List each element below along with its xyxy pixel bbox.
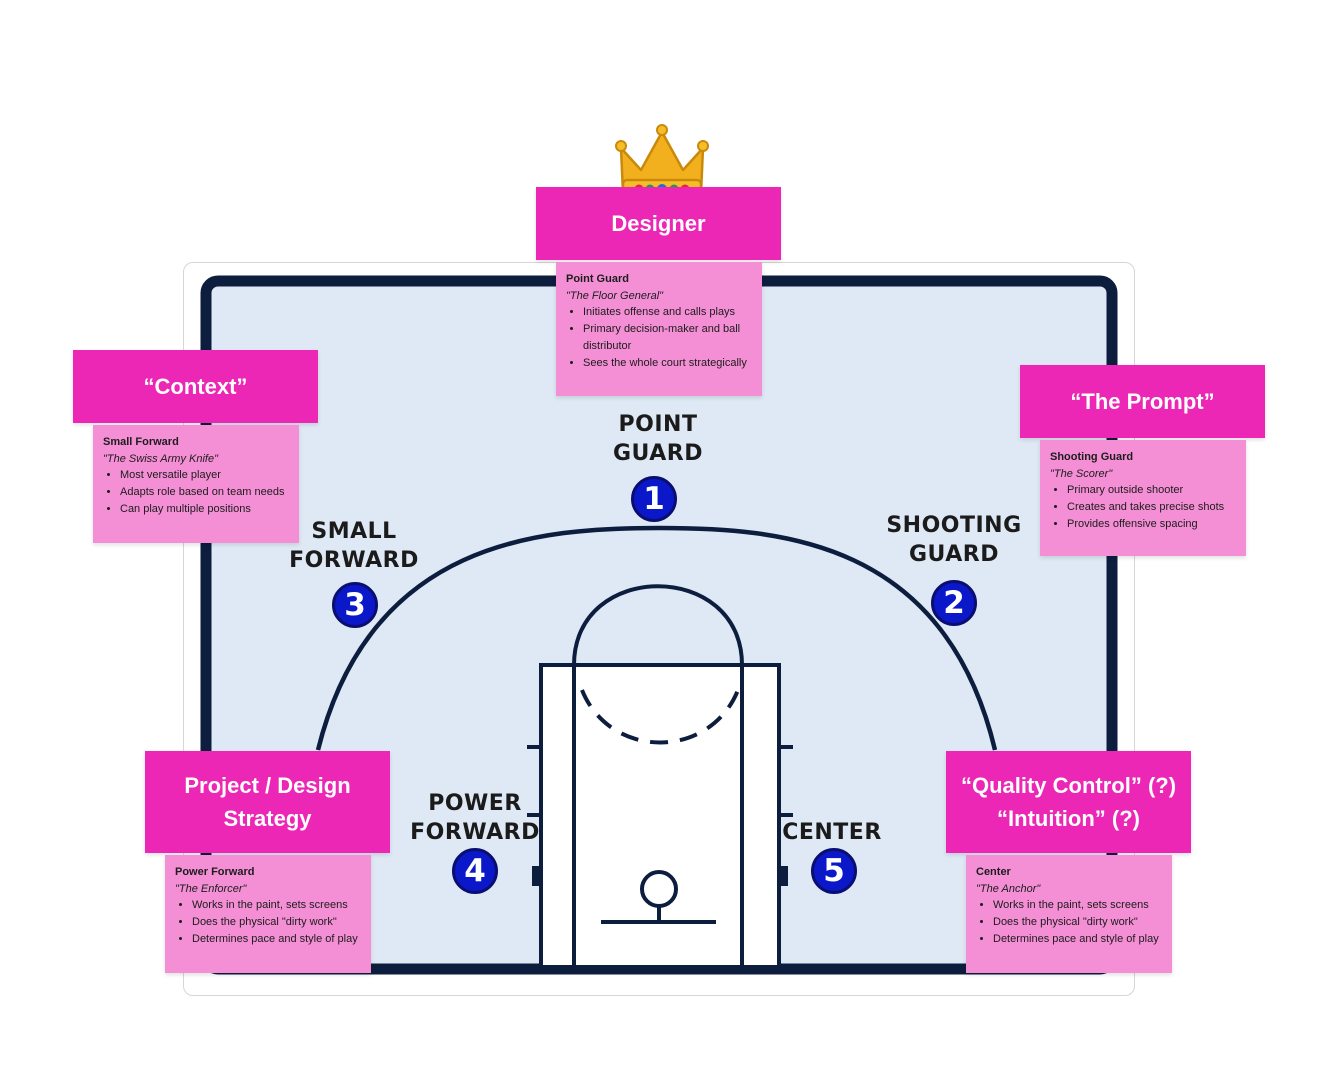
note-bullet: Initiates offense and calls plays <box>583 304 752 321</box>
note-nickname: "The Enforcer" <box>175 882 247 895</box>
note-role: Small Forward <box>103 436 179 448</box>
rim <box>640 870 678 908</box>
note-role: Power Forward <box>175 866 255 878</box>
note-bullet: Sees the whole court strategically <box>583 355 752 372</box>
prompt-title-card[interactable]: “The Prompt” <box>1020 365 1265 438</box>
lane-block <box>532 866 541 886</box>
note-bullet: Works in the paint, sets screens <box>993 897 1162 914</box>
quality-title-line1: “Quality Control” (?) <box>960 773 1177 798</box>
strategy-title: Project / Design Strategy <box>184 773 351 831</box>
position-number-1: 1 <box>631 476 677 522</box>
context-title-card[interactable]: “Context” <box>73 350 318 423</box>
note-bullet: Determines pace and style of play <box>993 931 1162 948</box>
designer-title: Designer <box>611 211 706 236</box>
position-number-5: 5 <box>811 848 857 894</box>
position-label-shooting-guard: SHOOTING GUARD <box>886 513 1022 567</box>
note-nickname: "The Anchor" <box>976 882 1041 895</box>
position-label-point-guard: POINT GUARD <box>613 412 703 466</box>
note-role: Shooting Guard <box>1050 451 1134 463</box>
center-note[interactable]: Center "The Anchor" Works in the paint, … <box>966 855 1172 973</box>
quality-title-card[interactable]: “Quality Control” (?) “Intuition” (?) <box>946 751 1191 853</box>
note-nickname: "The Swiss Army Knife" <box>103 452 218 465</box>
shooting-guard-note[interactable]: Shooting Guard "The Scorer" Primary outs… <box>1040 440 1246 556</box>
quality-title-line2: “Intuition” (?) <box>997 806 1140 831</box>
note-bullet: Determines pace and style of play <box>192 931 361 948</box>
note-nickname: "The Floor General" <box>566 289 664 302</box>
note-role: Center <box>976 866 1011 878</box>
lane-block <box>779 866 788 886</box>
position-label-center: CENTER <box>782 820 882 845</box>
note-bullet: Most versatile player <box>120 467 289 484</box>
note-bullet-list: Primary outside shooter Creates and take… <box>1050 482 1236 532</box>
note-bullet: Can play multiple positions <box>120 501 289 518</box>
note-bullet: Provides offensive spacing <box>1067 516 1236 533</box>
strategy-title-card[interactable]: Project / Design Strategy <box>145 751 390 853</box>
point-guard-note[interactable]: Point Guard "The Floor General" Initiate… <box>556 262 762 396</box>
position-label-small-forward: SMALL FORWARD <box>289 519 419 573</box>
context-title: “Context” <box>143 374 248 399</box>
note-bullet: Adapts role based on team needs <box>120 484 289 501</box>
note-bullet-list: Works in the paint, sets screens Does th… <box>175 897 361 947</box>
small-forward-note[interactable]: Small Forward "The Swiss Army Knife" Mos… <box>93 425 299 543</box>
note-bullet: Does the physical "dirty work" <box>192 914 361 931</box>
position-number-3: 3 <box>332 582 378 628</box>
note-bullet-list: Initiates offense and calls plays Primar… <box>566 304 752 371</box>
free-throw-circle-bottom <box>580 689 740 745</box>
lane-inner <box>572 663 744 969</box>
three-point-arc <box>315 525 998 751</box>
note-bullet: Does the physical "dirty work" <box>993 914 1162 931</box>
position-number-2: 2 <box>931 580 977 626</box>
note-bullet: Creates and takes precise shots <box>1067 499 1236 516</box>
position-label-power-forward: POWER FORWARD <box>410 791 540 845</box>
note-nickname: "The Scorer" <box>1050 467 1113 480</box>
note-bullet-list: Works in the paint, sets screens Does th… <box>976 897 1162 947</box>
power-forward-note[interactable]: Power Forward "The Enforcer" Works in th… <box>165 855 371 973</box>
note-bullet: Primary decision-maker and ball distribu… <box>583 321 752 354</box>
note-bullet: Primary outside shooter <box>1067 482 1236 499</box>
note-bullet-list: Most versatile player Adapts role based … <box>103 467 289 517</box>
position-number-4: 4 <box>452 848 498 894</box>
note-role: Point Guard <box>566 273 629 285</box>
prompt-title: “The Prompt” <box>1070 389 1215 414</box>
designer-title-card[interactable]: Designer <box>536 187 781 260</box>
free-throw-circle-top <box>572 584 744 666</box>
note-bullet: Works in the paint, sets screens <box>192 897 361 914</box>
